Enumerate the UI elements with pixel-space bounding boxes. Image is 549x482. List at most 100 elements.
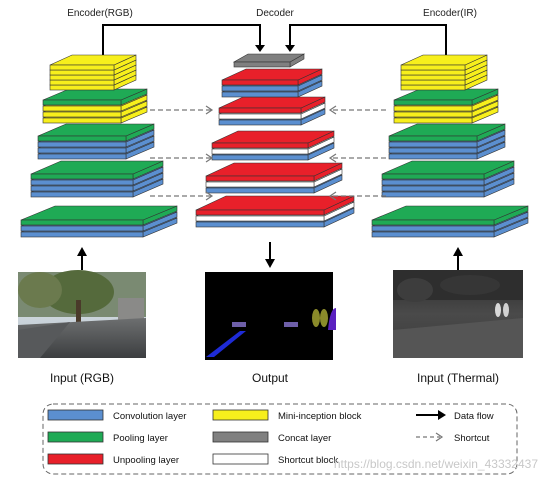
unpooling-layer: [221, 79, 299, 86]
convolution-layer: [221, 91, 299, 98]
watermark-text: https://blog.csdn.net/weixin_43332437: [334, 457, 538, 471]
legend-label-inception: Mini-inception block: [278, 411, 362, 422]
shortcut-arrowhead-from-ir-1: [328, 153, 337, 163]
inception-layer: [400, 84, 466, 91]
convolution-layer: [30, 185, 134, 192]
legend-label-data-flow: Data flow: [454, 411, 494, 422]
convolution-layer: [205, 187, 315, 194]
input-rgb-arrow: [77, 247, 87, 270]
shortcut-arrowhead-from-rgb-2: [205, 191, 214, 201]
input-thermal-label: Input (Thermal): [417, 371, 499, 385]
legend-label-unpooling: Unpooling layer: [113, 455, 179, 466]
inception-layer: [49, 64, 115, 71]
legend-border: [42, 403, 518, 475]
legend: Convolution layer Pooling layer Unpoolin…: [42, 403, 518, 475]
legend-data-flow-arrow: [416, 410, 446, 420]
convolution-layer: [211, 154, 309, 161]
inception-layer: [49, 74, 115, 81]
output-arrow: [265, 242, 275, 268]
shortcut-arrowhead-from-ir-2: [328, 191, 337, 201]
encoder-ir-stack: [371, 54, 529, 238]
unpooling-layer: [205, 175, 315, 182]
pooling-layer: [388, 135, 478, 142]
convolution-layer: [20, 231, 144, 238]
convolution-layer: [37, 147, 127, 154]
output-label: Output: [252, 371, 289, 385]
encoder-rgb-title: Encoder(RGB): [67, 8, 133, 19]
unpooling-layer: [211, 142, 309, 149]
decoder-title: Decoder: [256, 8, 294, 19]
flow-arrowhead-left: [255, 45, 265, 52]
inception-layer: [49, 79, 115, 86]
pooling-layer: [393, 99, 473, 106]
legend-swatch-shortcut-block: [212, 453, 269, 465]
shortcut-arrowhead-from-ir-0: [328, 105, 337, 115]
convolution-layer: [37, 153, 127, 160]
flow-arrowhead-right: [285, 45, 295, 52]
inception-layer: [400, 64, 466, 71]
pooling-layer: [30, 173, 134, 180]
pooling-layer: [42, 99, 122, 106]
input-rgb-image: [18, 270, 146, 358]
shortcut-connections: [150, 105, 386, 201]
convolution-layer: [388, 153, 478, 160]
pooling-layer: [20, 219, 144, 226]
legend-swatch-unpooling: [47, 453, 104, 465]
shortcut-block-layer: [218, 113, 302, 120]
pooling-layer: [381, 173, 485, 180]
convolution-layer: [371, 225, 495, 232]
input-rgb-label: Input (RGB): [50, 371, 114, 385]
decoder-stack: [195, 53, 355, 228]
unpooling-layer: [218, 107, 302, 114]
inception-layer: [42, 111, 122, 118]
legend-swatch-pooling: [47, 431, 104, 443]
shortcut-arrowhead-from-rgb-0: [205, 105, 214, 115]
convolution-layer: [381, 185, 485, 192]
legend-label-shortcut: Shortcut: [454, 433, 490, 444]
concat-layer: [233, 61, 291, 68]
legend-swatch-concat: [212, 431, 269, 443]
convolution-layer: [388, 141, 478, 148]
inception-layer: [400, 69, 466, 76]
inception-layer: [42, 105, 122, 112]
inception-layer: [400, 79, 466, 86]
shortcut-arrowhead-from-rgb-1: [205, 153, 214, 163]
inception-layer: [393, 105, 473, 112]
inception-layer: [393, 111, 473, 118]
input-thermal-arrow: [453, 247, 463, 270]
legend-shortcut-arrow: [416, 432, 444, 442]
shortcut-block-layer: [205, 181, 315, 188]
legend-label-concat: Concat layer: [278, 433, 331, 444]
inception-layer: [42, 117, 122, 124]
encoder-to-concat-flow: [102, 24, 447, 60]
input-thermal-image: [393, 270, 523, 358]
inception-layer: [49, 69, 115, 76]
convolution-layer: [30, 191, 134, 198]
convolution-layer: [381, 179, 485, 186]
pooling-layer: [371, 219, 495, 226]
convolution-layer: [195, 221, 325, 228]
legend-swatch-inception: [212, 409, 269, 421]
legend-label-shortcut-block: Shortcut block: [278, 455, 338, 466]
convolution-layer: [381, 191, 485, 198]
convolution-layer: [37, 141, 127, 148]
output-segmentation-image: [205, 272, 336, 360]
encoder-ir-title: Encoder(IR): [423, 8, 477, 19]
convolution-layer: [221, 85, 299, 92]
encoder-rgb-stack: [20, 54, 178, 238]
legend-label-convolution: Convolution layer: [113, 411, 186, 422]
convolution-layer: [218, 119, 302, 126]
convolution-layer: [388, 147, 478, 154]
convolution-layer: [371, 231, 495, 238]
unpooling-layer: [195, 209, 325, 216]
convolution-layer: [20, 225, 144, 232]
convolution-layer: [30, 179, 134, 186]
shortcut-block-layer: [195, 215, 325, 222]
inception-layer: [49, 84, 115, 91]
inception-layer: [393, 117, 473, 124]
pooling-layer: [37, 135, 127, 142]
shortcut-block-layer: [211, 148, 309, 155]
inception-layer: [400, 74, 466, 81]
legend-label-pooling: Pooling layer: [113, 433, 168, 444]
